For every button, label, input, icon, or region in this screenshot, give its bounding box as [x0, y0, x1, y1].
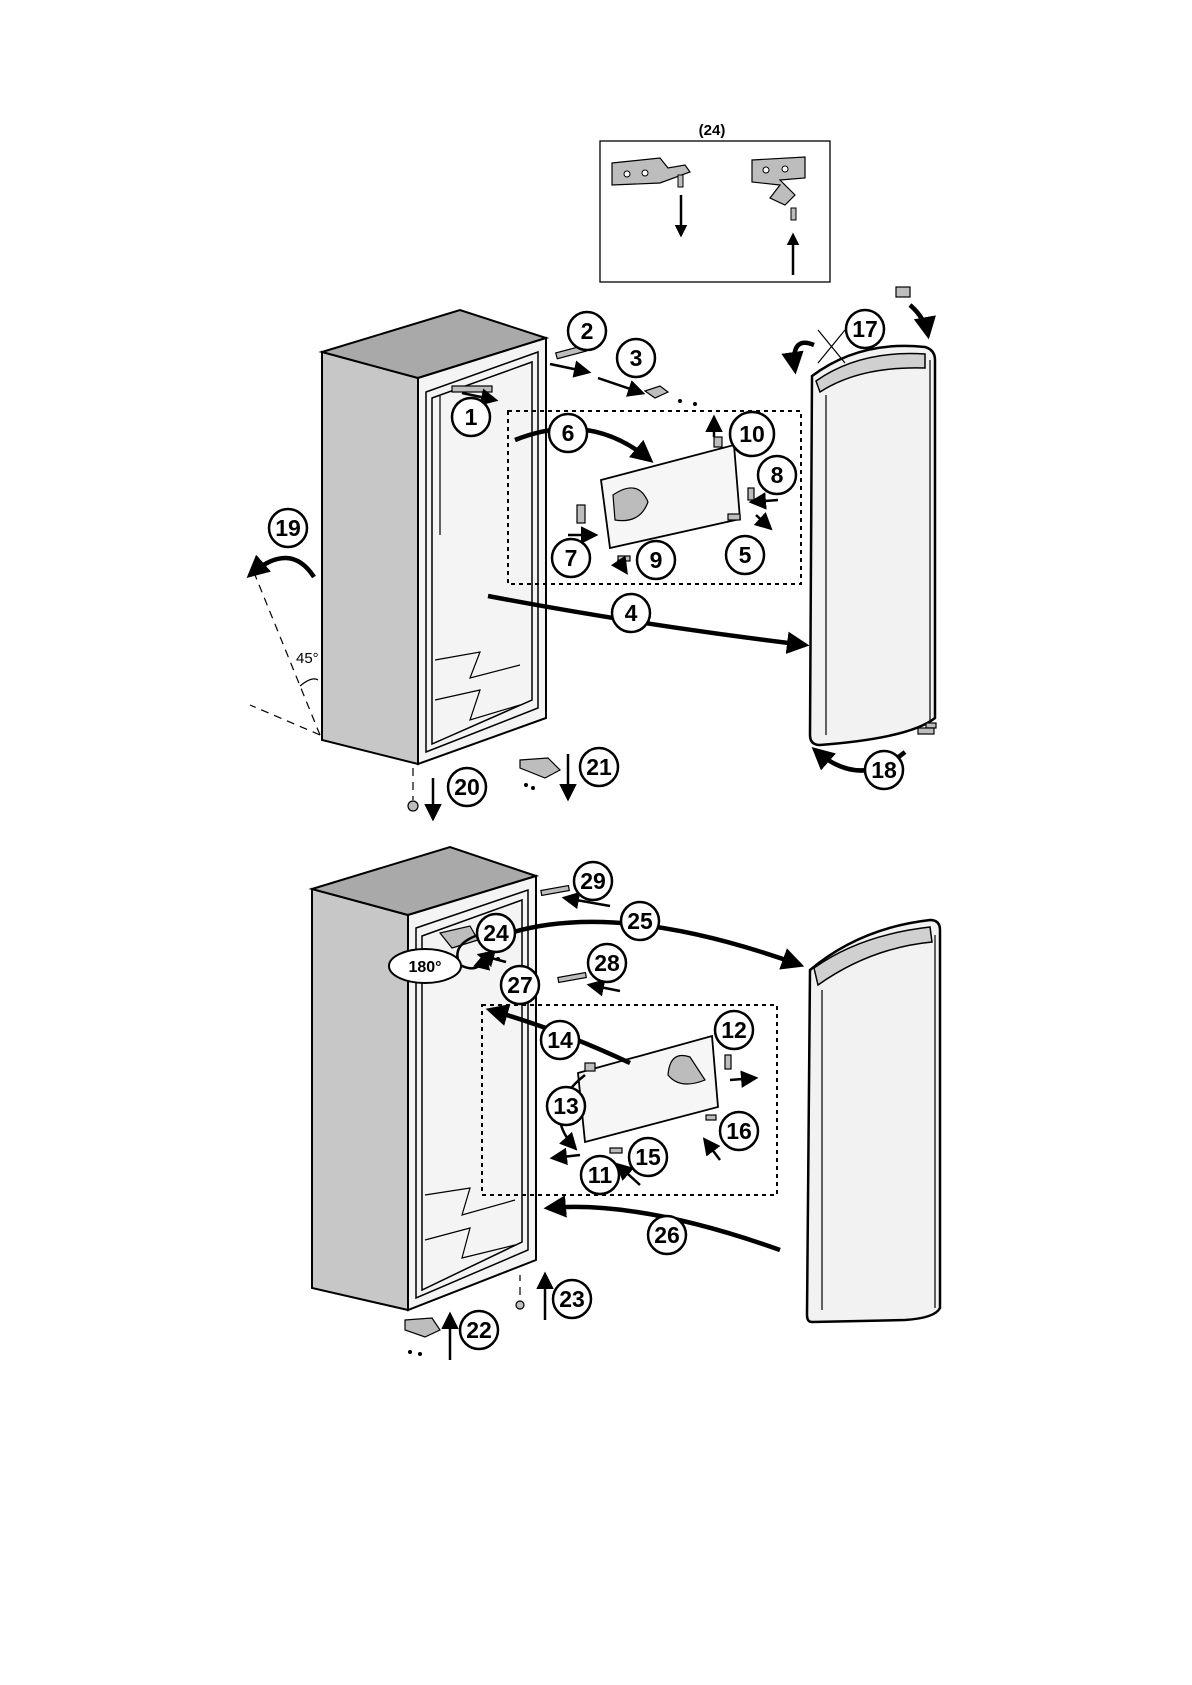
svg-text:23: 23 [559, 1286, 585, 1312]
svg-text:28: 28 [594, 950, 620, 976]
svg-text:9: 9 [650, 547, 663, 573]
svg-text:14: 14 [547, 1027, 573, 1053]
callout-4: 4 [612, 594, 650, 632]
callout-18: 18 [865, 751, 903, 789]
door-basket-icon [578, 1036, 731, 1153]
tilt-angle-indicator: 45° [250, 558, 320, 735]
callout-20: 20 [448, 768, 486, 806]
callout-7: 7 [552, 539, 590, 577]
callout-27: 27 [501, 966, 539, 1004]
callout-13: 13 [547, 1087, 585, 1125]
svg-text:12: 12 [721, 1017, 747, 1043]
callout-23: 23 [553, 1280, 591, 1318]
svg-text:13: 13 [553, 1093, 579, 1119]
handle-cover [896, 287, 910, 297]
callout-12: 12 [715, 1011, 753, 1049]
callout-10: 10 [730, 412, 774, 456]
callout-19: 19 [269, 509, 307, 547]
inset-label: (24) [699, 122, 726, 139]
svg-text:24: 24 [483, 920, 509, 946]
inset-hinge-detail: (24) [600, 122, 830, 282]
svg-text:29: 29 [580, 868, 606, 894]
rotation-label: 180° [408, 959, 441, 976]
hinge-icon [405, 1318, 440, 1337]
svg-text:10: 10 [739, 421, 765, 447]
svg-text:3: 3 [630, 345, 643, 371]
svg-text:8: 8 [771, 462, 784, 488]
svg-text:4: 4 [625, 600, 638, 626]
svg-text:5: 5 [739, 542, 752, 568]
callout-15: 15 [629, 1138, 667, 1176]
callout-25: 25 [621, 902, 659, 940]
svg-text:21: 21 [586, 754, 612, 780]
callout-22: 22 [460, 1311, 498, 1349]
callout-24: 24 [477, 914, 515, 952]
svg-text:19: 19 [275, 515, 301, 541]
callout-16: 16 [720, 1112, 758, 1150]
svg-text:1: 1 [465, 404, 478, 430]
callout-29: 29 [574, 862, 612, 900]
svg-text:27: 27 [507, 972, 533, 998]
svg-text:25: 25 [627, 908, 653, 934]
svg-text:2: 2 [581, 318, 594, 344]
hinge-icon [645, 386, 668, 398]
angle-label: 45° [296, 650, 319, 667]
hinge-icon [520, 758, 560, 778]
callout-1: 1 [452, 398, 490, 436]
door-icon [810, 346, 935, 745]
svg-text:16: 16 [726, 1118, 752, 1144]
callout-3: 3 [617, 339, 655, 377]
callout-5: 5 [726, 536, 764, 574]
svg-text:15: 15 [635, 1144, 661, 1170]
callout-26: 26 [648, 1216, 686, 1254]
callout-28: 28 [588, 944, 626, 982]
svg-text:26: 26 [654, 1222, 680, 1248]
svg-text:6: 6 [562, 420, 575, 446]
svg-text:18: 18 [871, 757, 897, 783]
top-scene: 45° [250, 287, 936, 818]
svg-text:22: 22 [466, 1317, 492, 1343]
cabinet-icon [322, 310, 546, 764]
svg-text:20: 20 [454, 774, 480, 800]
svg-text:17: 17 [852, 316, 878, 342]
callout-11: 11 [581, 1156, 619, 1194]
callout-2: 2 [568, 312, 606, 350]
callout-17: 17 [846, 310, 884, 348]
door-icon [807, 920, 940, 1322]
callout-14: 14 [541, 1021, 579, 1059]
callout-9: 9 [637, 541, 675, 579]
callout-6: 6 [549, 414, 587, 452]
callout-8: 8 [758, 456, 796, 494]
callout-21: 21 [580, 748, 618, 786]
svg-text:7: 7 [565, 545, 578, 571]
svg-text:11: 11 [588, 1162, 613, 1188]
